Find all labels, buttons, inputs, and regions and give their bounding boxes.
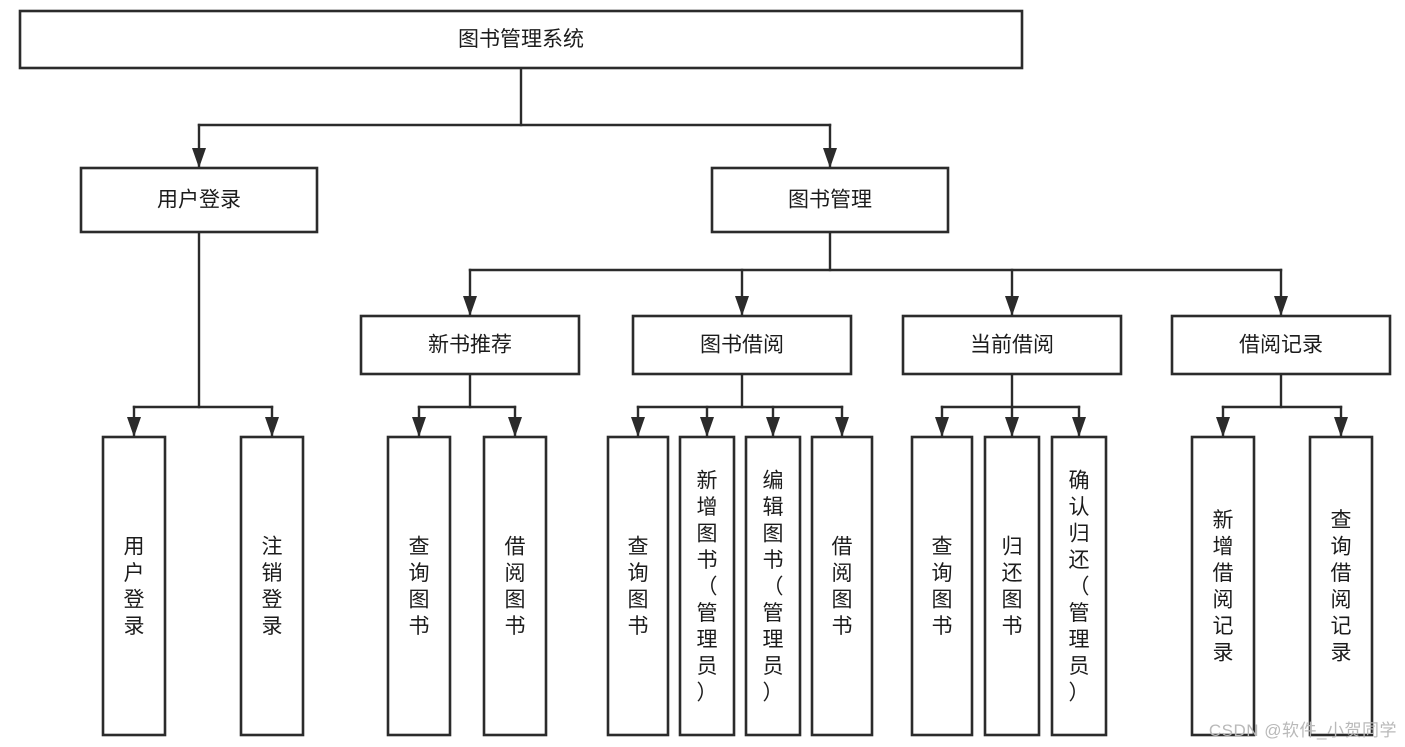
arrow-head-icon (1216, 417, 1230, 437)
node-leaf-edit-book[interactable]: 编辑图书（管理员） (744, 435, 802, 737)
node-box[interactable] (482, 435, 548, 737)
node-book-manage[interactable]: 图书管理 (710, 166, 950, 234)
arrow-head-icon (265, 417, 279, 437)
node-box[interactable] (983, 435, 1041, 737)
node-root[interactable]: 图书管理系统 (18, 9, 1024, 70)
node-label: 新增图书（管理员） (697, 469, 718, 704)
node-box[interactable] (901, 314, 1123, 376)
node-leaf-add-book[interactable]: 新增图书（管理员） (678, 435, 736, 737)
arrow-head-icon (823, 148, 837, 168)
arrow-head-icon (463, 296, 477, 316)
node-leaf-query-book-2[interactable]: 查询图书 (606, 435, 670, 737)
node-label: 新书推荐 (428, 334, 512, 357)
node-box[interactable] (79, 166, 319, 234)
node-box[interactable] (101, 435, 167, 737)
node-box[interactable] (18, 9, 1024, 70)
arrow-head-icon (1005, 296, 1019, 316)
node-label: 用户登录 (124, 536, 145, 639)
node-label: 图书管理系统 (458, 28, 584, 51)
node-leaf-query-book-1[interactable]: 查询图书 (386, 435, 452, 737)
node-new-book-rec[interactable]: 新书推荐 (359, 314, 581, 376)
node-leaf-borrow-book-2[interactable]: 借阅图书 (810, 435, 874, 737)
node-label: 图书借阅 (700, 334, 784, 357)
node-box[interactable] (1050, 435, 1108, 737)
node-leaf-borrow-book-1[interactable]: 借阅图书 (482, 435, 548, 737)
node-leaf-confirm-return[interactable]: 确认归还（管理员） (1050, 435, 1108, 737)
arrow-head-icon (192, 148, 206, 168)
node-leaf-add-record[interactable]: 新增借阅记录 (1190, 435, 1256, 737)
node-label: 确认归还（管理员） (1069, 469, 1090, 704)
arrow-head-icon (1005, 417, 1019, 437)
arrow-head-icon (700, 417, 714, 437)
node-label: 查询图书 (628, 536, 649, 639)
node-label: 新增借阅记录 (1213, 509, 1234, 665)
node-box[interactable] (910, 435, 974, 737)
arrow-head-icon (935, 417, 949, 437)
node-box[interactable] (1170, 314, 1392, 376)
node-layer: 图书管理系统用户登录图书管理新书推荐图书借阅当前借阅借阅记录用户登录注销登录查询… (18, 9, 1392, 737)
node-label: 注销登录 (262, 536, 283, 639)
node-box[interactable] (359, 314, 581, 376)
node-leaf-query-book-3[interactable]: 查询图书 (910, 435, 974, 737)
node-leaf-user-login[interactable]: 用户登录 (101, 435, 167, 737)
arrow-head-icon (631, 417, 645, 437)
arrow-head-icon (508, 417, 522, 437)
node-label: 图书管理 (788, 189, 872, 212)
node-leaf-return-book[interactable]: 归还图书 (983, 435, 1041, 737)
arrow-head-icon (1274, 296, 1288, 316)
node-book-borrow[interactable]: 图书借阅 (631, 314, 853, 376)
node-box[interactable] (678, 435, 736, 737)
node-box[interactable] (1308, 435, 1374, 737)
node-leaf-query-record[interactable]: 查询借阅记录 (1308, 435, 1374, 737)
node-label: 查询图书 (409, 536, 430, 639)
node-label: 借阅图书 (505, 536, 526, 639)
arrow-head-icon (412, 417, 426, 437)
arrow-head-icon (1072, 417, 1086, 437)
node-current-borrow[interactable]: 当前借阅 (901, 314, 1123, 376)
node-box[interactable] (239, 435, 305, 737)
node-label: 查询借阅记录 (1331, 509, 1352, 665)
node-leaf-logout[interactable]: 注销登录 (239, 435, 305, 737)
node-user-login[interactable]: 用户登录 (79, 166, 319, 234)
node-box[interactable] (386, 435, 452, 737)
node-label: 编辑图书（管理员） (763, 469, 784, 704)
arrow-head-icon (735, 296, 749, 316)
node-box[interactable] (631, 314, 853, 376)
node-label: 查询图书 (932, 536, 953, 639)
arrow-head-icon (766, 417, 780, 437)
arrow-head-icon (1334, 417, 1348, 437)
node-box[interactable] (810, 435, 874, 737)
node-box[interactable] (606, 435, 670, 737)
node-box[interactable] (710, 166, 950, 234)
node-label: 用户登录 (157, 189, 241, 212)
node-label: 借阅图书 (832, 536, 853, 639)
node-label: 借阅记录 (1239, 334, 1323, 357)
arrow-head-icon (127, 417, 141, 437)
node-box[interactable] (744, 435, 802, 737)
node-borrow-record[interactable]: 借阅记录 (1170, 314, 1392, 376)
connector-layer (127, 66, 1348, 438)
node-box[interactable] (1190, 435, 1256, 737)
node-label: 归还图书 (1002, 536, 1023, 639)
node-label: 当前借阅 (970, 334, 1054, 357)
arrow-head-icon (835, 417, 849, 437)
